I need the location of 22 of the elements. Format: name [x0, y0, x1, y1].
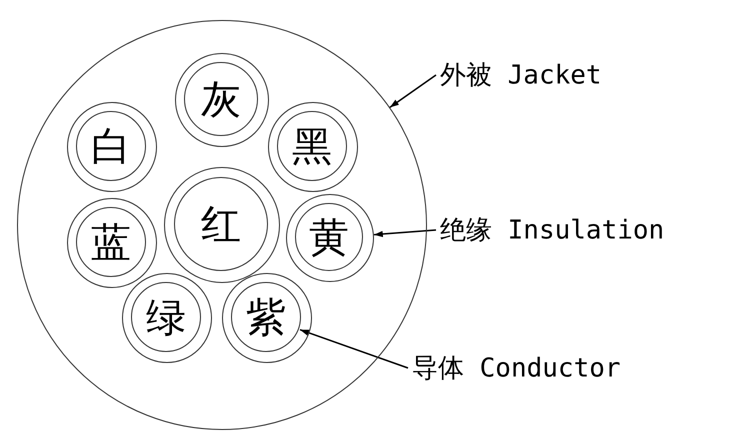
insulation-ring: [268, 102, 358, 192]
conductor-circle: 白: [76, 111, 146, 181]
arrow: [374, 229, 436, 238]
arrow: [300, 329, 408, 369]
arrow: [389, 74, 436, 108]
callout-label: 绝缘 Insulation: [440, 212, 664, 248]
conductor-circle: 红: [174, 177, 268, 271]
conductor-circle: 黄: [295, 203, 363, 271]
insulation-ring: [286, 194, 374, 282]
conductor-circle: 灰: [184, 62, 258, 136]
insulation-ring: [66, 198, 156, 288]
callout-label: 外被 Jacket: [440, 58, 602, 92]
callout-label: 导体 Conductor: [412, 350, 621, 386]
conductor-circle: 绿: [131, 282, 201, 352]
insulation-ring: [122, 272, 212, 362]
conductor-circle: 黑: [277, 111, 347, 181]
insulation-ring: [164, 166, 280, 282]
insulation-ring: [174, 52, 268, 146]
conductor-circle: 紫: [231, 282, 301, 352]
insulation-ring: [222, 272, 312, 362]
insulation-ring: [66, 102, 156, 192]
conductor-circle: 蓝: [76, 207, 146, 277]
